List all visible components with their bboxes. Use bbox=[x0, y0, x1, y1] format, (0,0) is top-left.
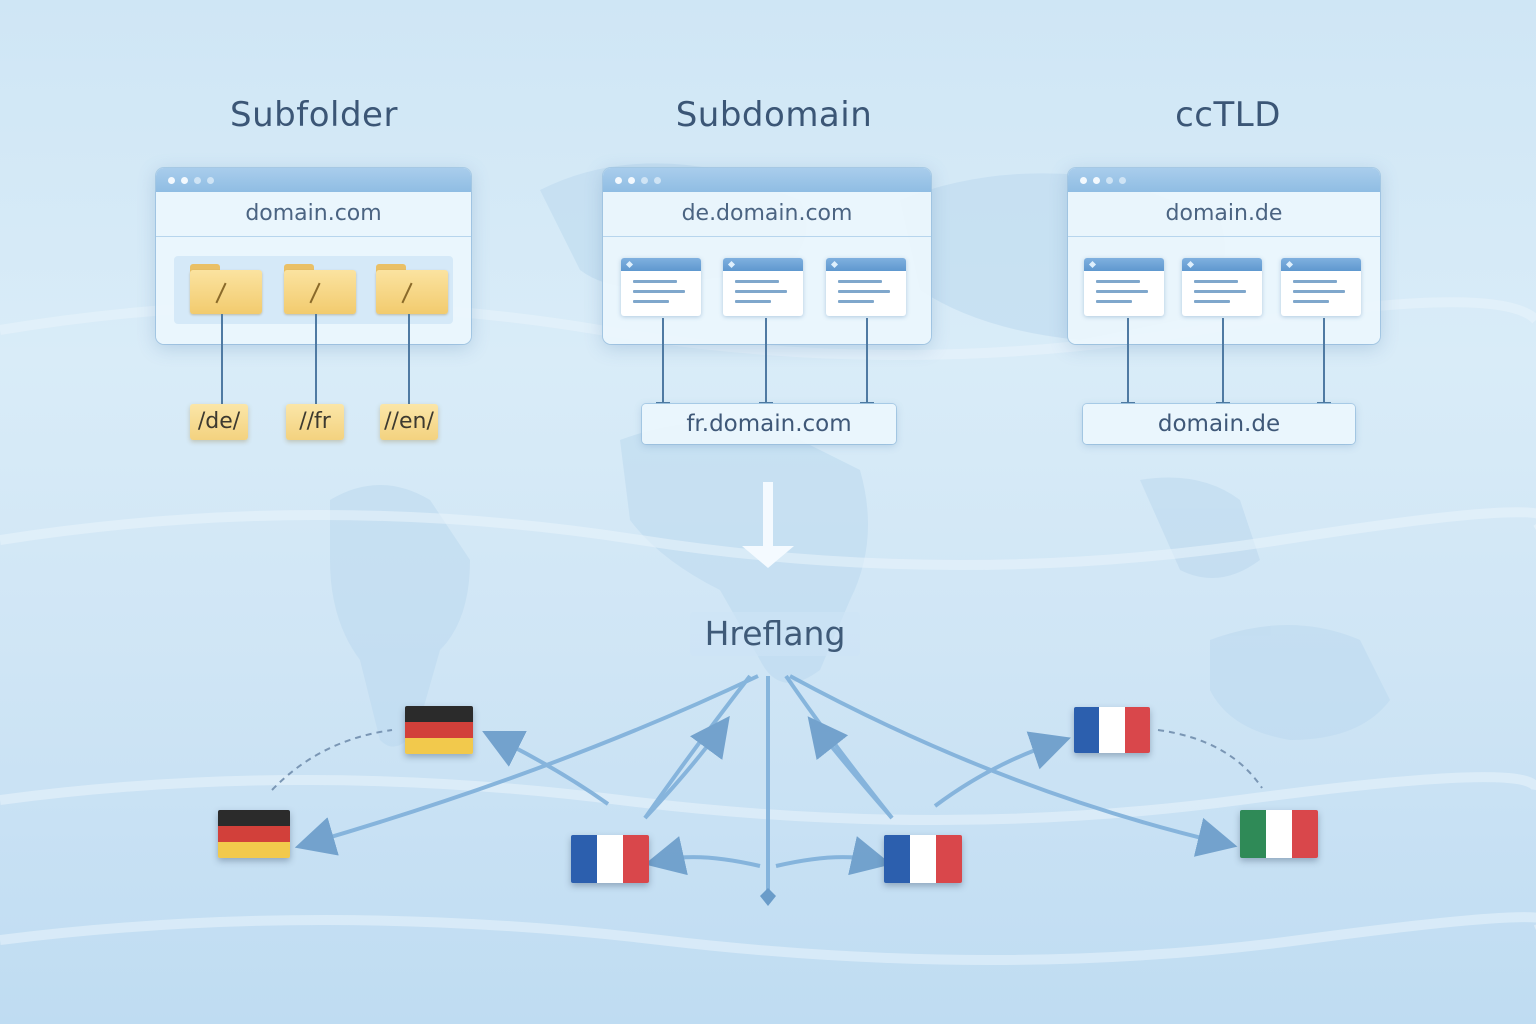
window-dot-icon bbox=[628, 176, 635, 184]
window-dot-icon bbox=[168, 176, 175, 184]
italy-flag-icon bbox=[1240, 810, 1318, 858]
cctld-browser-window: domain.de bbox=[1068, 168, 1380, 344]
page-icon bbox=[723, 258, 803, 316]
window-dot-icon bbox=[1080, 176, 1087, 184]
page-icon bbox=[1084, 258, 1164, 316]
connector-line bbox=[656, 318, 670, 404]
folder-icon bbox=[284, 264, 356, 314]
address-bar: de.domain.com bbox=[603, 192, 931, 237]
window-dot-icon bbox=[181, 176, 188, 184]
page-icon bbox=[1182, 258, 1262, 316]
germany-flag-icon bbox=[218, 810, 290, 858]
window-dot-icon bbox=[1106, 176, 1113, 184]
window-dot-icon bbox=[641, 176, 648, 184]
heading-subdomain: Subdomain bbox=[675, 95, 873, 135]
window-titlebar bbox=[156, 168, 471, 192]
cctld-target-box: domain.de bbox=[1083, 404, 1355, 444]
connector-line bbox=[309, 314, 323, 406]
subdomain-target-box: fr.domain.com bbox=[642, 404, 896, 444]
address-bar: domain.de bbox=[1068, 192, 1380, 237]
connector-line bbox=[1121, 318, 1135, 404]
france-flag-icon bbox=[1074, 707, 1150, 753]
page-icon bbox=[1281, 258, 1361, 316]
connector-line bbox=[1317, 318, 1331, 404]
path-tag-en: //en/ bbox=[380, 404, 438, 440]
heading-cctld: ccTLD bbox=[1175, 95, 1281, 135]
page-icon bbox=[826, 258, 906, 316]
heading-subfolder: Subfolder bbox=[230, 95, 398, 135]
window-dot-icon bbox=[1093, 176, 1100, 184]
path-tag-fr: //fr bbox=[286, 404, 344, 440]
folder-icon bbox=[190, 264, 262, 314]
france-flag-icon bbox=[571, 835, 649, 883]
path-tag-de: /de/ bbox=[190, 404, 248, 440]
subfolder-browser-window: domain.com bbox=[156, 168, 471, 344]
window-dot-icon bbox=[615, 176, 622, 184]
hreflang-label: Hreflang bbox=[690, 612, 860, 656]
window-dot-icon bbox=[1119, 176, 1126, 184]
connector-line bbox=[215, 314, 229, 406]
folder-icon bbox=[376, 264, 448, 314]
connector-line bbox=[759, 318, 773, 404]
page-icon bbox=[621, 258, 701, 316]
connector-line bbox=[1216, 318, 1230, 404]
window-dot-icon bbox=[207, 176, 214, 184]
folder-row bbox=[174, 256, 453, 324]
window-dot-icon bbox=[194, 176, 201, 184]
france-flag-icon bbox=[884, 835, 962, 883]
germany-flag-icon bbox=[405, 706, 473, 754]
window-dot-icon bbox=[654, 176, 661, 184]
address-bar: domain.com bbox=[156, 192, 471, 237]
connector-line bbox=[860, 318, 874, 404]
window-titlebar bbox=[1068, 168, 1380, 192]
window-titlebar bbox=[603, 168, 931, 192]
connector-line bbox=[402, 314, 416, 406]
subdomain-browser-window: de.domain.com bbox=[603, 168, 931, 344]
